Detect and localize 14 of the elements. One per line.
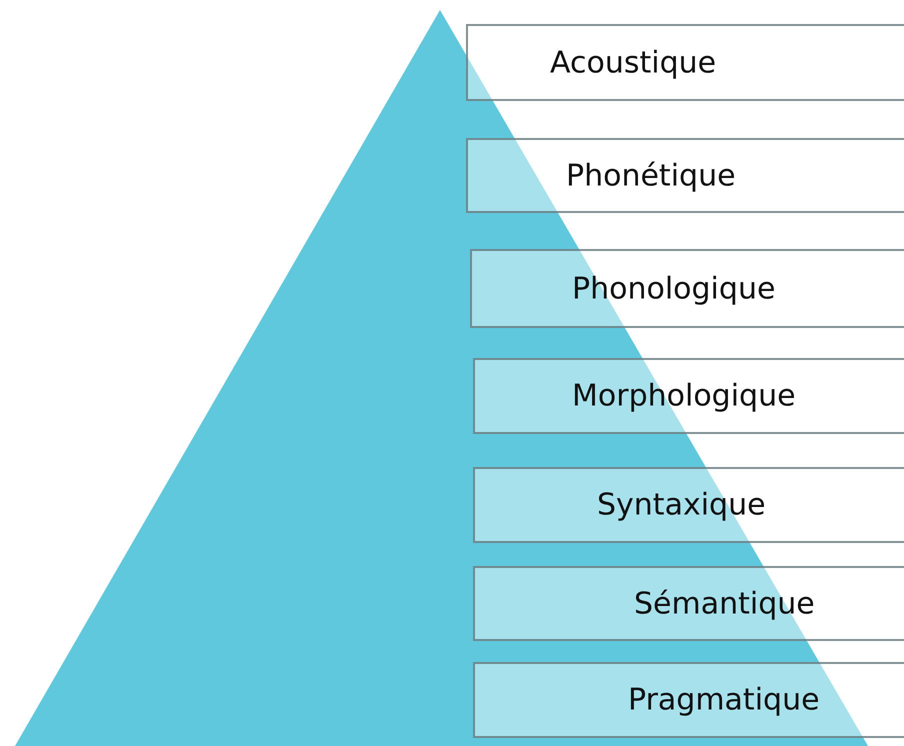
level-label: Phonologique (572, 271, 776, 306)
level-box (470, 249, 904, 328)
level-label: Syntaxique (597, 488, 766, 522)
level-label: Phonétique (566, 158, 736, 193)
level-box (473, 467, 904, 543)
level-box (466, 138, 904, 213)
level-label: Sémantique (634, 586, 815, 621)
level-box (473, 358, 904, 434)
level-label: Morphologique (572, 378, 796, 414)
level-box (473, 662, 904, 738)
level-label: Pragmatique (628, 682, 820, 718)
level-box (473, 566, 904, 641)
level-label: Acoustique (550, 45, 716, 80)
level-box (466, 24, 904, 101)
